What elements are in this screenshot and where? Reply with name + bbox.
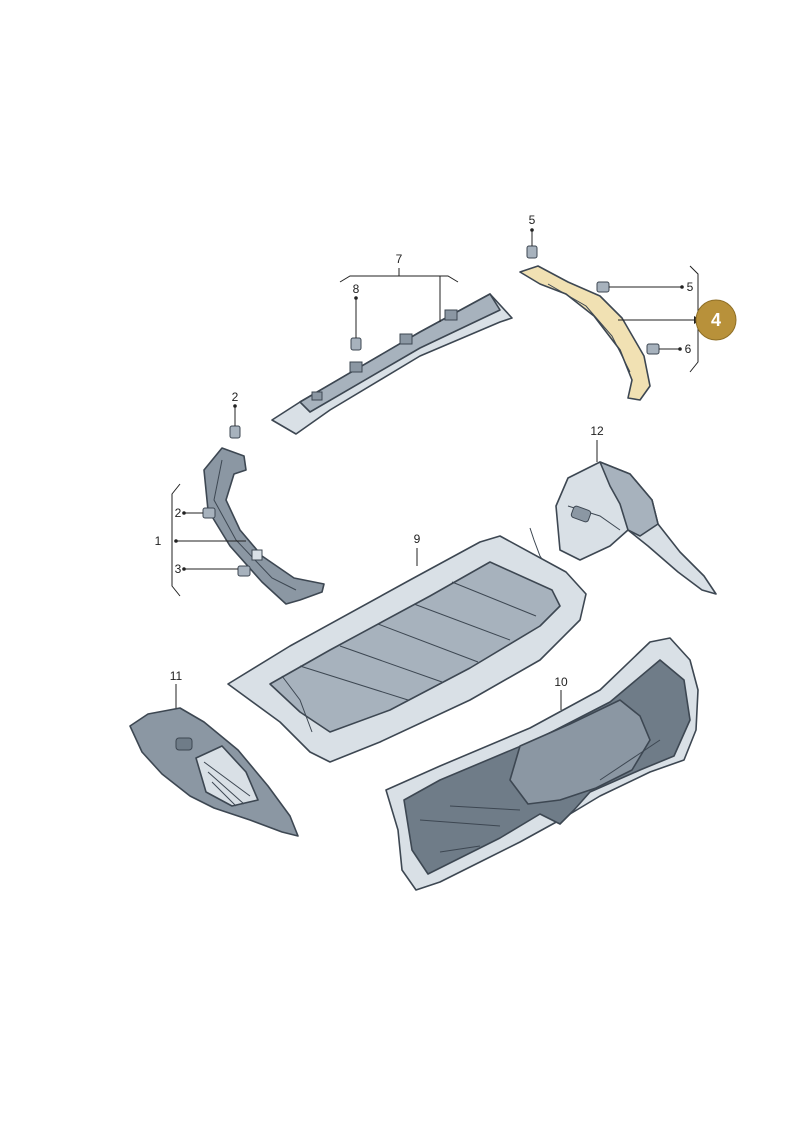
- part-11-luggage-side-trim-left[interactable]: [129, 707, 299, 837]
- clip-2-side[interactable]: [202, 507, 216, 519]
- part-7-crossmember-trim[interactable]: [271, 293, 513, 435]
- callout-8: 8: [353, 282, 360, 296]
- clip-5-top[interactable]: [526, 245, 538, 259]
- part-1-c-pillar-trim-left[interactable]: [203, 447, 325, 605]
- callout-1: 1: [155, 534, 162, 548]
- leader-lines: [171, 228, 701, 710]
- badge-4-label: 4: [711, 310, 721, 330]
- callout-3: 3: [175, 562, 182, 576]
- clip-5-side[interactable]: [596, 281, 610, 293]
- callout-9: 9: [414, 532, 421, 546]
- part-12-luggage-side-trim-right[interactable]: [555, 461, 717, 595]
- callout-7: 7: [396, 252, 403, 266]
- callout-11: 11: [170, 669, 183, 683]
- clip-3[interactable]: [237, 565, 251, 577]
- part-10-tailgate-trim[interactable]: [385, 637, 699, 891]
- part-4-c-pillar-trim-right[interactable]: [519, 265, 651, 401]
- clip-6[interactable]: [646, 343, 660, 355]
- clip-2-top[interactable]: [229, 425, 241, 439]
- callout-2-top: 2: [232, 390, 239, 404]
- callout-5-side: 5: [687, 280, 694, 294]
- callout-2-side: 2: [175, 506, 182, 520]
- part-9-parcel-shelf[interactable]: [227, 535, 587, 763]
- highlight-badge-4[interactable]: 4: [695, 299, 737, 341]
- callout-12: 12: [590, 424, 604, 438]
- callout-10: 10: [554, 675, 568, 689]
- callouts: 7 8 5 5 6 2 2 1 3 9 12 11 10: [155, 213, 694, 689]
- callout-6: 6: [685, 342, 692, 356]
- clip-8[interactable]: [350, 337, 362, 351]
- callout-5-top: 5: [529, 213, 536, 227]
